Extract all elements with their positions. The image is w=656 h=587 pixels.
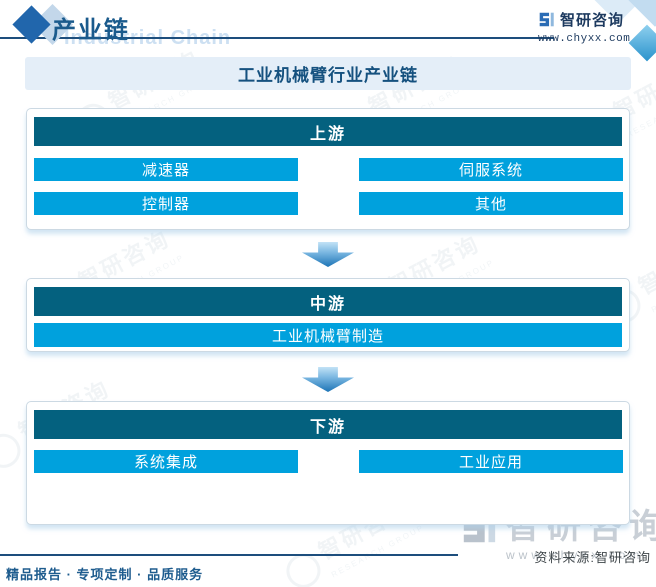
- watermark-ring-icon: [0, 427, 27, 474]
- section-downstream: 下游 系统集成 工业应用: [26, 401, 630, 525]
- midstream-item-manufacturing: 工业机械臂制造: [34, 323, 622, 347]
- upstream-item-controller: 控制器: [34, 192, 298, 215]
- section-header-downstream: 下游: [34, 410, 622, 439]
- down-arrow-icon: [302, 242, 354, 267]
- brand-name: 智研咨询: [560, 12, 625, 29]
- footer-watermark-url: www.chyxx.com: [506, 548, 644, 562]
- footer-slogan: 精品报告 · 专项定制 · 品质服务: [6, 567, 204, 582]
- page-title: 产业链: [52, 17, 130, 44]
- section-upstream: 上游 减速器 伺服系统 控制器 其他: [26, 108, 630, 230]
- brand-logo-icon: [539, 12, 554, 27]
- section-header-upstream: 上游: [34, 117, 622, 146]
- diagram-title: 工业机械臂行业产业链: [238, 66, 418, 85]
- down-arrow-icon: [302, 367, 354, 392]
- brand-website-link[interactable]: www.chyxx.com: [538, 33, 631, 45]
- section-header-midstream: 中游: [34, 287, 622, 316]
- brand-logo: 智研咨询 www.chyxx.com: [538, 9, 648, 45]
- upstream-item-servo-system: 伺服系统: [359, 158, 623, 181]
- upstream-item-other: 其他: [359, 192, 623, 215]
- data-source-text: 资料来源:智研咨询: [534, 550, 651, 565]
- footer-divider: [0, 554, 458, 556]
- diagram-title-bar: 工业机械臂行业产业链: [25, 57, 631, 90]
- upstream-item-reducer: 减速器: [34, 158, 298, 181]
- header-divider: [0, 37, 554, 39]
- downstream-item-industrial-application: 工业应用: [359, 450, 623, 473]
- downstream-item-system-integration: 系统集成: [34, 450, 298, 473]
- section-midstream: 中游 工业机械臂制造: [26, 278, 630, 352]
